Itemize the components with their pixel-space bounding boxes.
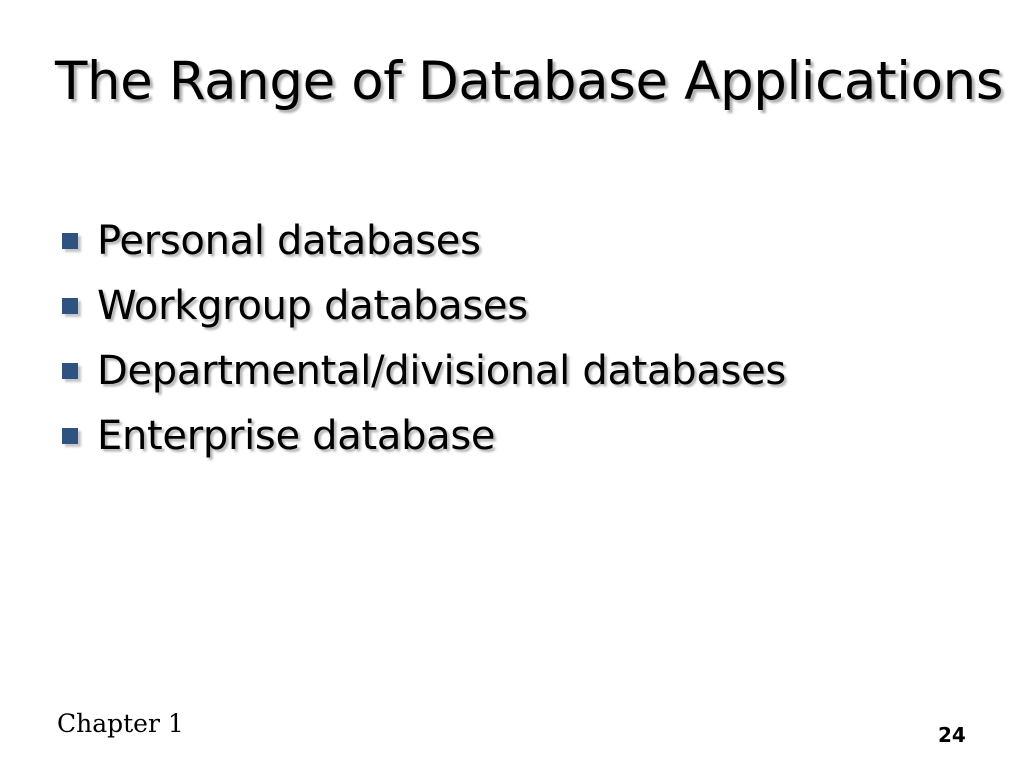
list-item[interactable]: Workgroup databases	[57, 273, 987, 338]
square-bullet-icon	[62, 297, 78, 314]
list-item[interactable]: Enterprise database	[57, 403, 987, 468]
square-bullet-icon	[62, 232, 78, 249]
footer-page-number: 24	[938, 723, 966, 747]
bullet-item-label: Enterprise database	[97, 412, 496, 459]
bullet-item-label: Workgroup databases	[97, 282, 528, 329]
list-item[interactable]: Departmental/divisional databases	[57, 338, 987, 403]
square-bullet-icon	[62, 362, 78, 379]
slide-title: The Range of Database Applications	[55, 51, 1004, 112]
bullet-list: Personal databases Workgroup databases D…	[57, 208, 987, 468]
bullet-item-label: Departmental/divisional databases	[97, 347, 786, 394]
list-item[interactable]: Personal databases	[57, 208, 987, 273]
bullet-item-label: Personal databases	[97, 217, 481, 264]
square-bullet-icon	[62, 427, 78, 444]
footer-chapter-label: Chapter 1	[57, 709, 184, 738]
